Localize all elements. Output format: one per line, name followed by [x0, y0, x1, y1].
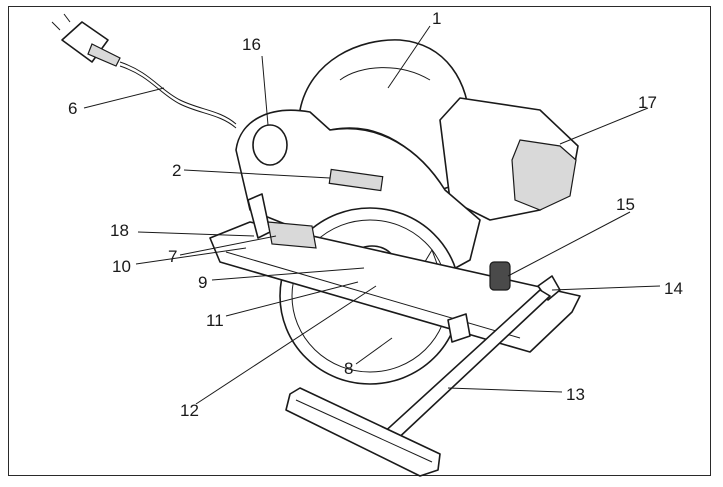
parallel-guide-fence[interactable] [285, 387, 441, 477]
callout-12: 12 [180, 401, 199, 420]
callout-15: 15 [616, 195, 635, 214]
callout-2: 2 [172, 161, 181, 180]
angle-bracket[interactable] [267, 221, 317, 249]
callout-14: 14 [664, 279, 683, 298]
callout-17: 17 [638, 93, 657, 112]
callout-13: 13 [566, 385, 585, 404]
callout-6: 6 [68, 99, 77, 118]
power-plug [51, 13, 121, 67]
callout-1: 1 [432, 9, 441, 28]
label-plate [328, 168, 384, 192]
bevel-lock-knob[interactable] [489, 261, 511, 291]
callout-11: 11 [206, 311, 224, 330]
callout-8: 8 [344, 359, 353, 378]
base-plate [209, 221, 581, 353]
callout-9: 9 [198, 273, 207, 292]
callout-7: 7 [168, 247, 177, 266]
callout-16: 16 [242, 35, 261, 54]
motor-end-cap [511, 139, 577, 211]
power-cord [119, 61, 237, 125]
callout-10: 10 [112, 257, 131, 276]
callout-18: 18 [110, 221, 129, 240]
handle-grip-ring[interactable] [252, 124, 288, 166]
